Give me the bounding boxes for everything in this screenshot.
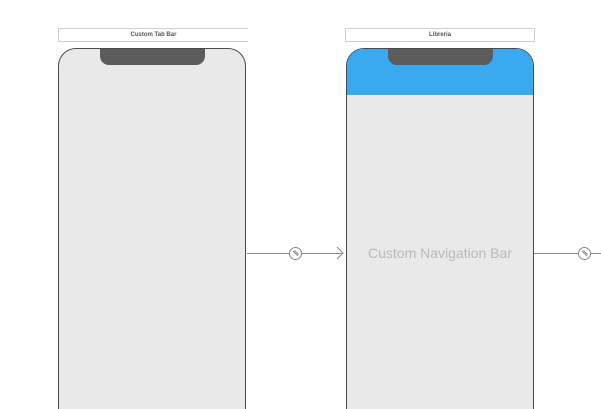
scene-label-custom-navigation-bar: Custom Navigation Bar: [368, 245, 512, 261]
segue-arrowhead-icon: [336, 246, 344, 260]
scene-custom-tab-bar[interactable]: [58, 48, 246, 409]
scene-title-custom-tab-bar[interactable]: Custom Tab Bar: [58, 28, 248, 42]
device-notch: [100, 49, 205, 65]
scene-libreria[interactable]: Custom Navigation Bar: [346, 48, 534, 409]
segue-icon[interactable]: [289, 247, 302, 260]
scene-title-libreria[interactable]: Libreria: [345, 28, 535, 42]
segue-line: [591, 253, 601, 254]
device-notch: [388, 49, 493, 65]
segue-icon[interactable]: [578, 247, 591, 260]
segue-line: [247, 253, 289, 254]
segue-line: [534, 253, 578, 254]
segue-line: [302, 253, 342, 254]
